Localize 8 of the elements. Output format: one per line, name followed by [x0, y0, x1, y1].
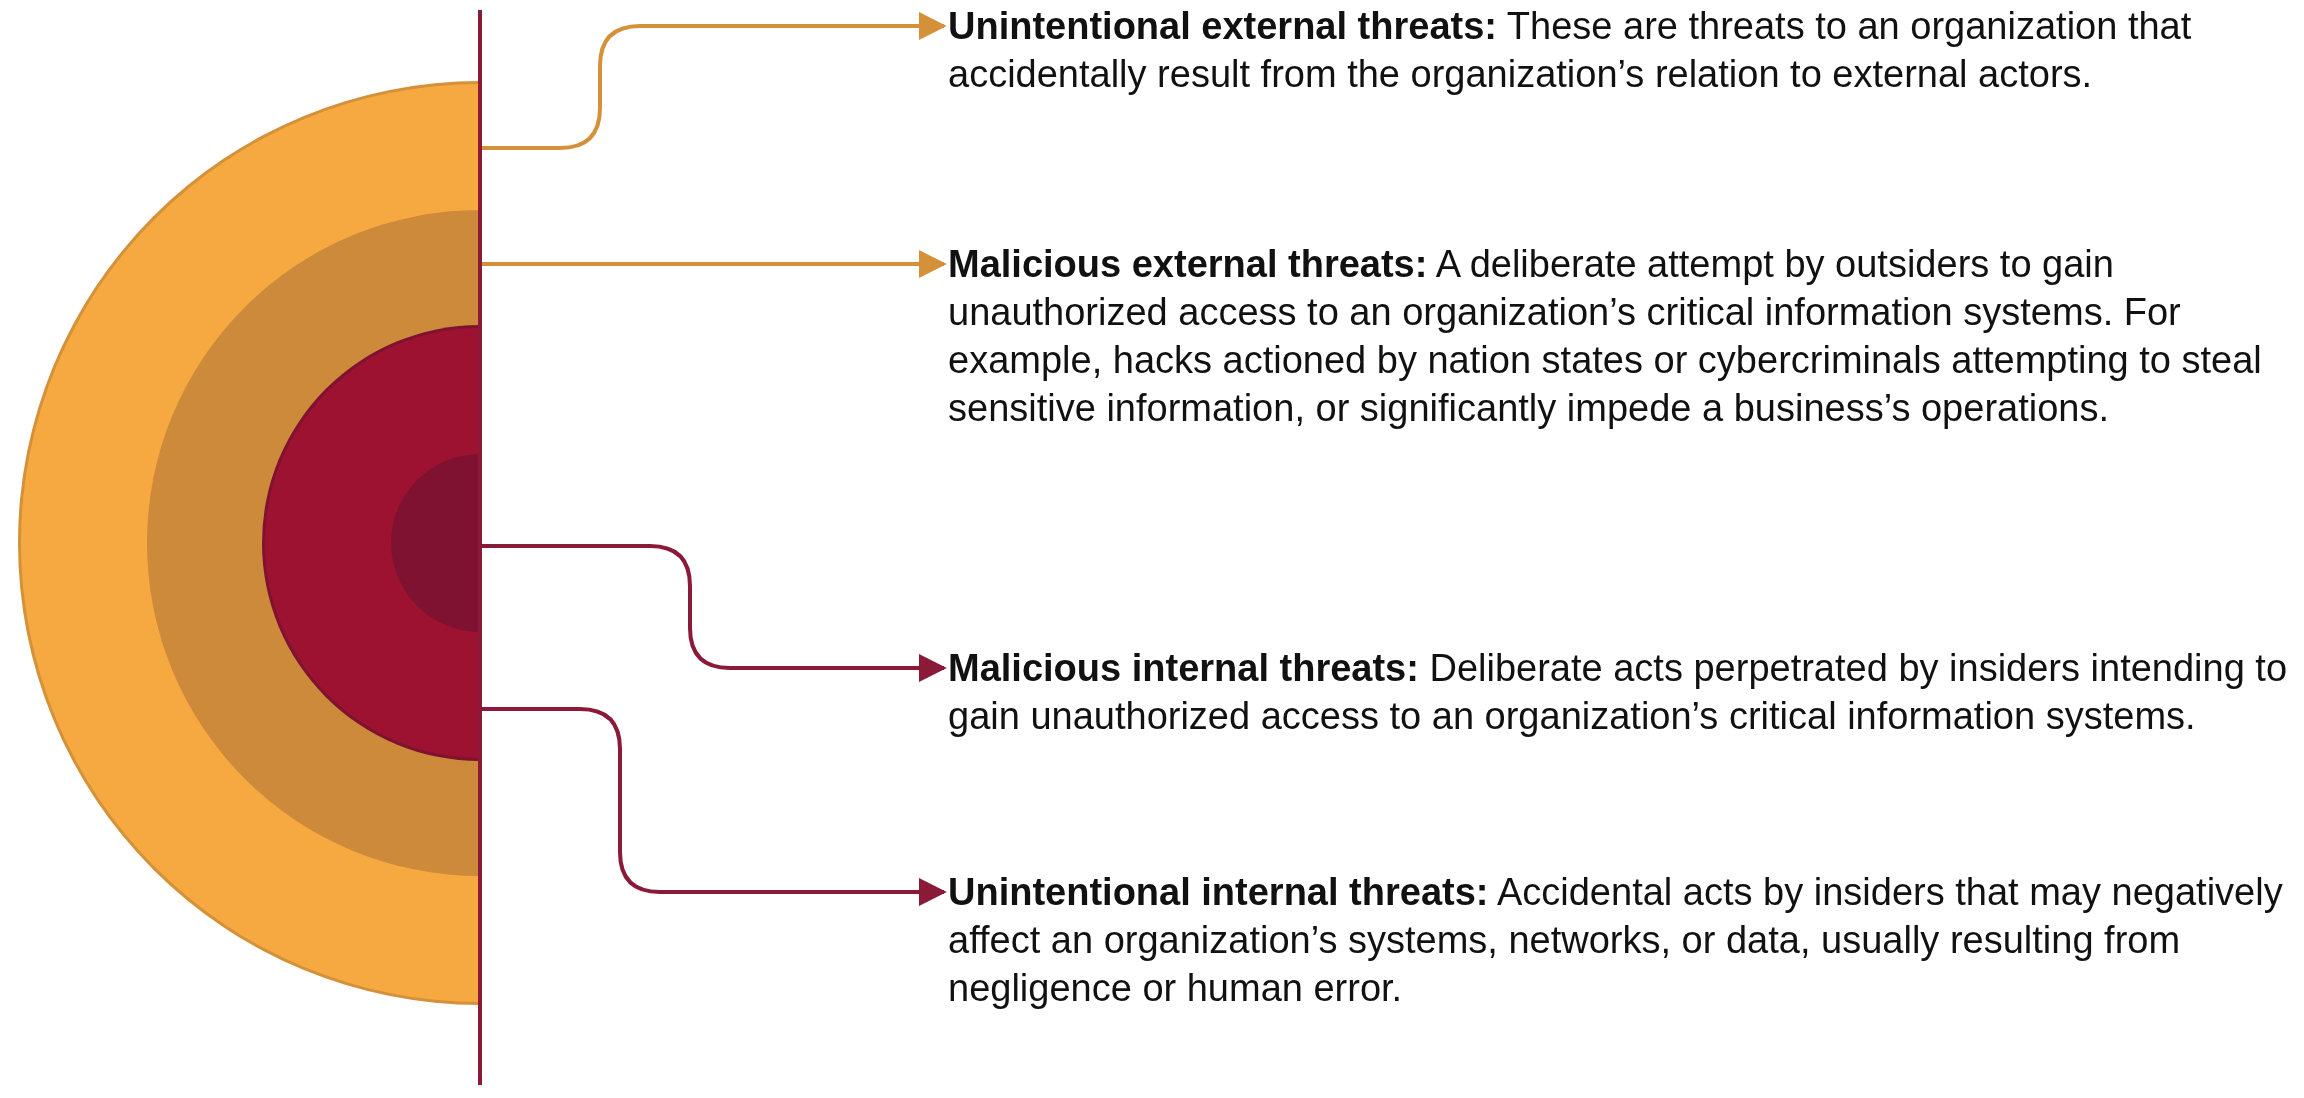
arrow	[482, 12, 947, 150]
description-text: Unintentional internal threats: Accidental acts by insiders that may negatively affect an organization’s systems, networks, or data, usually resulting from negligence or human error.	[948, 868, 2288, 1012]
description-text: Unintentional external threats: These are threats to an organization that accidentally result from the organization’s relation to external actors.	[948, 2, 2288, 98]
description-text: Malicious internal threats: Deliberate acts perpetrated by insiders intending to gain unauthorized access to an organization’s critical information systems.	[948, 644, 2288, 740]
description-text: Malicious external threats: A deliberate attempt by outsiders to gain unauthorized access to an organization’s critical information systems. For example, hacks actioned by nation states or cybercriminals attempting to steal sensitive information, or significantly impede a business’s operations.	[948, 240, 2288, 432]
arrow	[482, 250, 947, 278]
arrow	[482, 707, 947, 906]
arrow	[482, 544, 947, 682]
